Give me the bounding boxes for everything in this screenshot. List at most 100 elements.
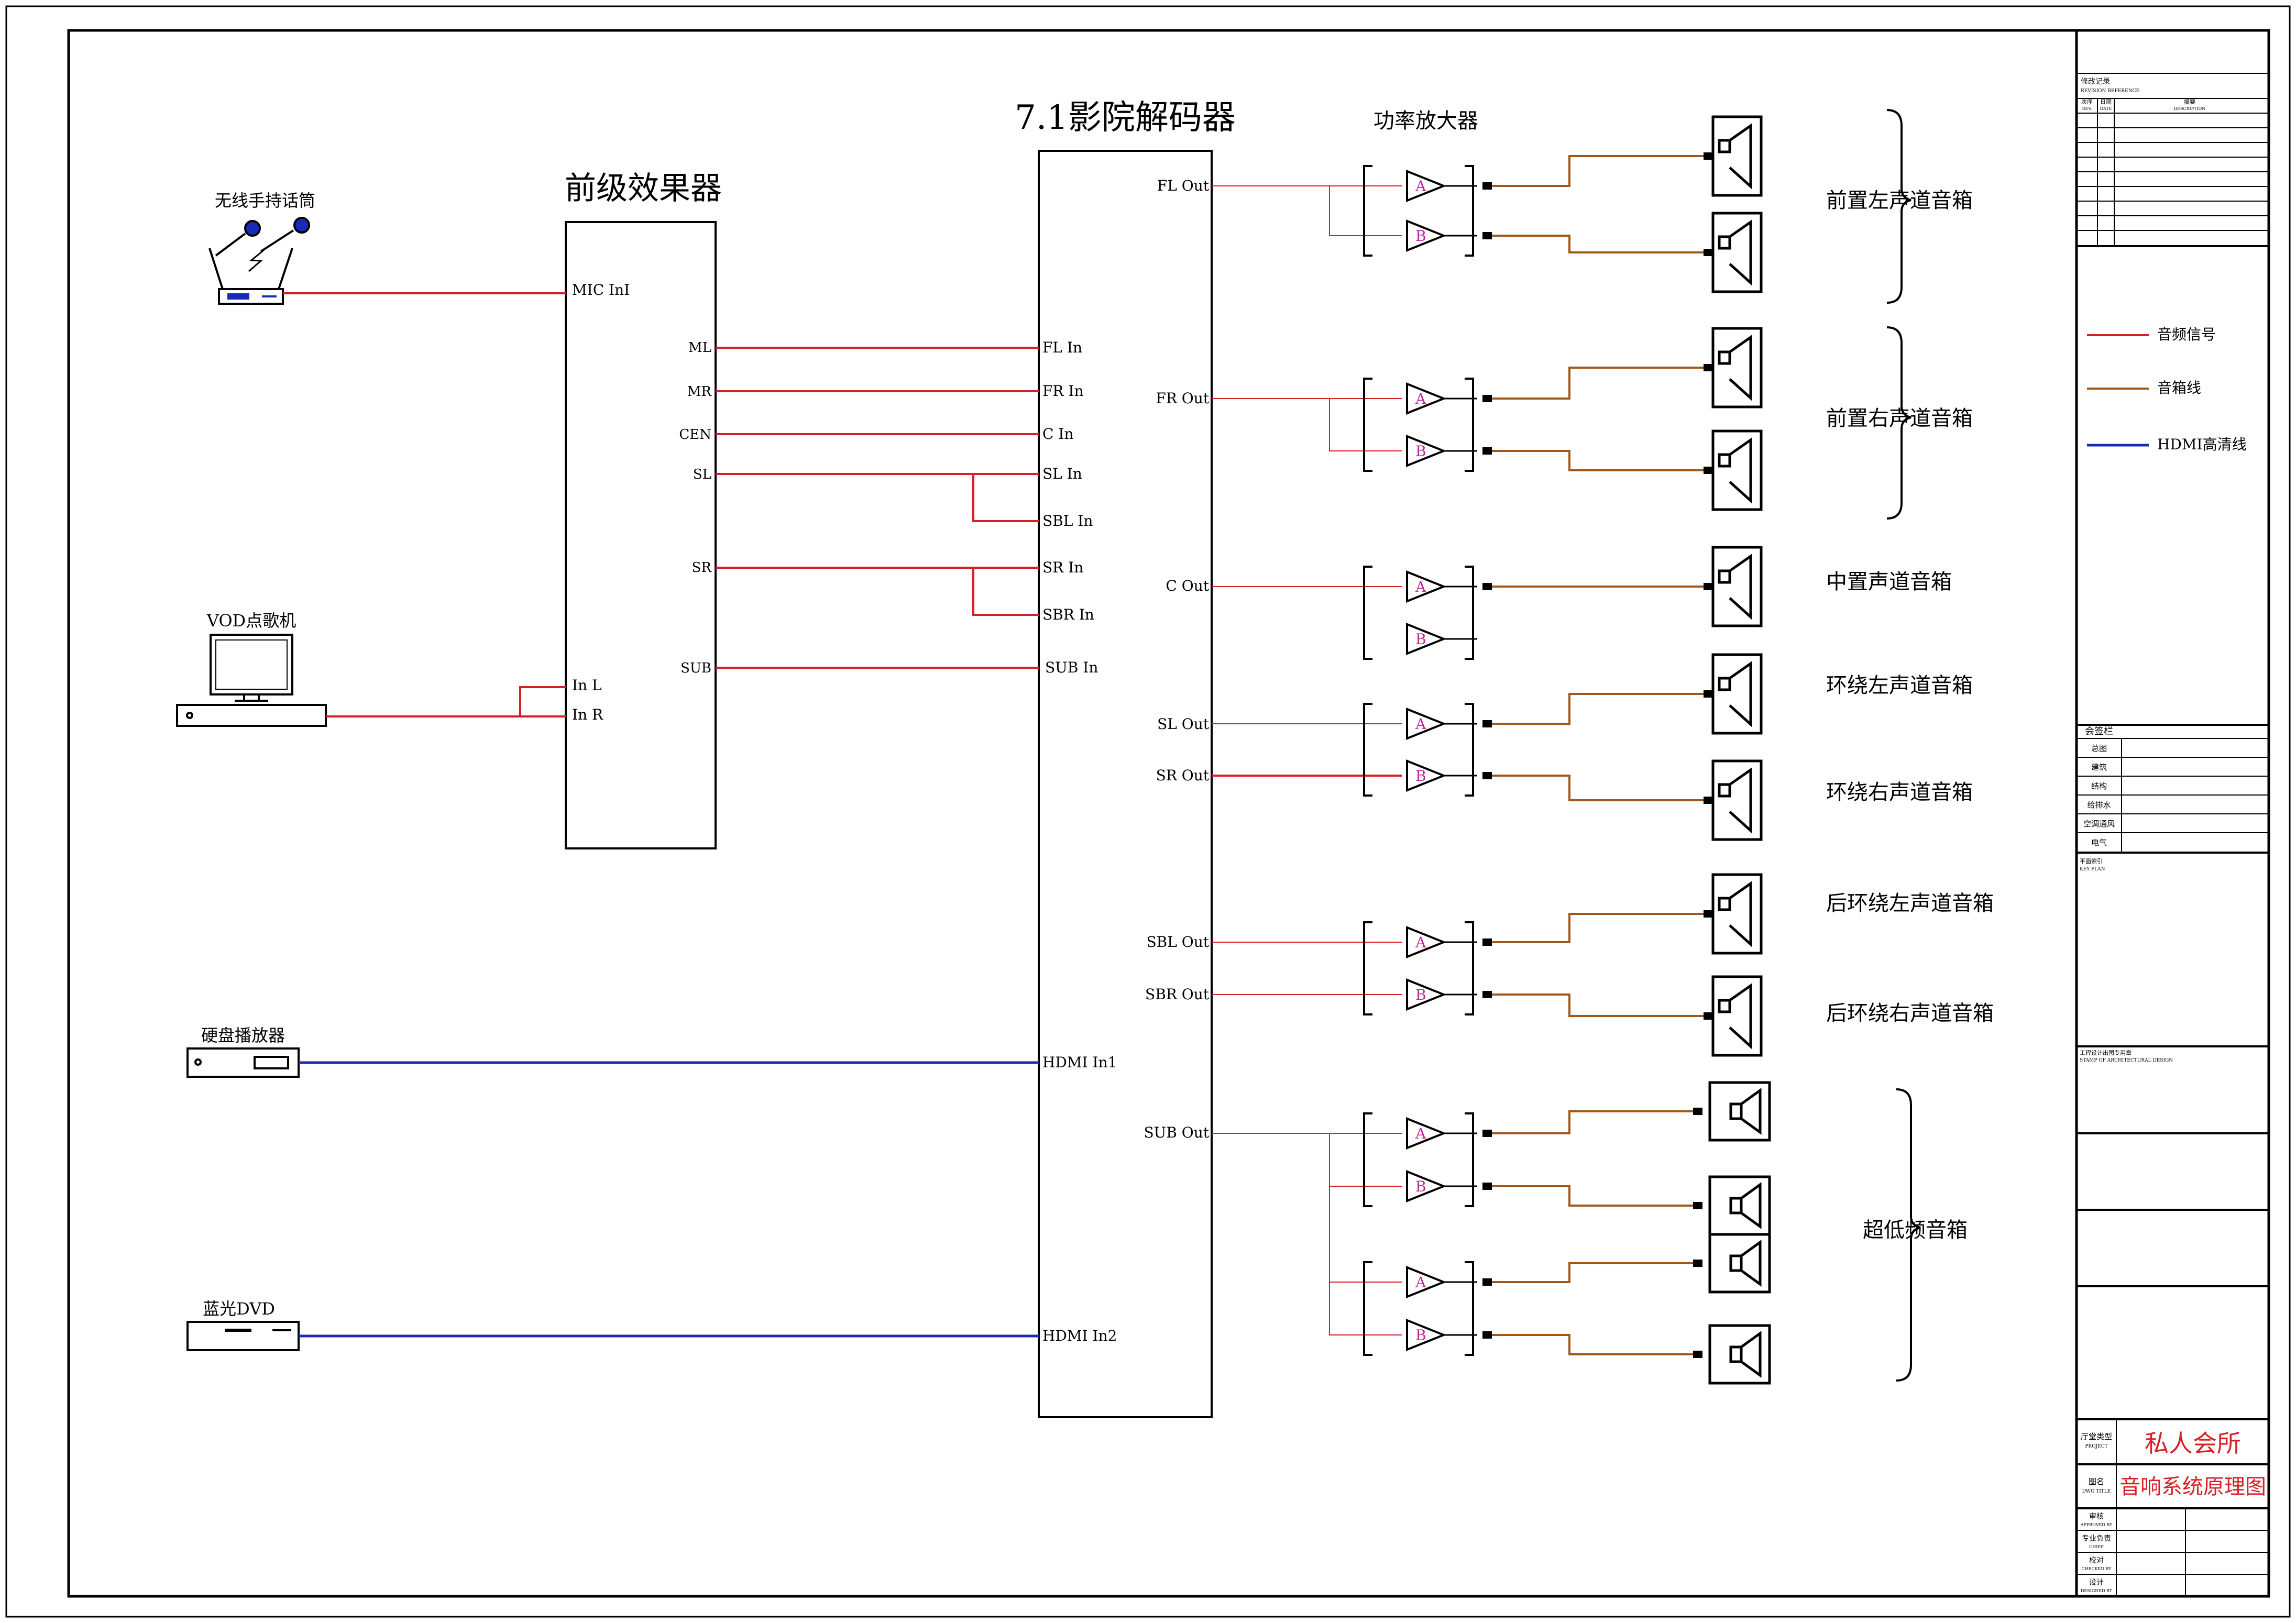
preamp-mr: MR <box>687 384 712 400</box>
tb-key-plan-en: KEY PLAN <box>2080 867 2105 872</box>
speaker-cable <box>1492 1185 1695 1207</box>
speaker-icon <box>1711 327 1763 408</box>
decoder-c-out: C Out <box>1166 577 1209 594</box>
amplifier-module: AB <box>1363 566 1477 660</box>
output-jack-icon <box>1482 395 1492 402</box>
speaker-cable <box>1492 1262 1695 1283</box>
speaker-row <box>1482 653 1763 735</box>
preamp-to-decoder-lines <box>716 347 1039 669</box>
speaker-cable <box>1492 693 1706 725</box>
tb-designed-cn: 设计 <box>2089 1578 2104 1587</box>
decoder-hdmi-in1: HDMI In1 <box>1042 1054 1117 1071</box>
output-jack-icon <box>1482 1183 1492 1190</box>
tb-approved-en: APPROVED BY <box>2080 1522 2113 1527</box>
hdd-player-icon <box>186 1047 300 1078</box>
speaker-cable <box>1492 450 1706 471</box>
speaker-icon <box>1711 212 1763 293</box>
speaker-cable <box>1492 775 1706 801</box>
speaker-icon <box>1711 975 1763 1057</box>
tb-dwg-label-en: DWG TITLE <box>2082 1489 2111 1494</box>
amplifier-title: 功率放大器 <box>1374 109 1478 133</box>
output-jack-icon <box>1482 583 1492 590</box>
amp-channel-label: A <box>1415 578 1426 595</box>
decoder-title: 7.1影院解码器 <box>1015 98 1236 137</box>
speaker-row <box>1482 546 1763 627</box>
speaker-center-label: 中置声道音箱 <box>1826 570 1952 594</box>
speaker-cable <box>1492 367 1706 400</box>
speaker-rear-right-label: 后环绕右声道音箱 <box>1826 1001 1994 1025</box>
decoder-unit <box>1038 150 1213 1418</box>
speaker-surround-right-label: 环绕右声道音箱 <box>1826 780 1973 804</box>
amplifier-module: AB <box>1363 1112 1477 1207</box>
decoder-sbl-in: SBL In <box>1042 512 1093 529</box>
amp-channel-label: B <box>1415 631 1426 648</box>
speaker-row <box>1482 975 1763 1057</box>
tb-stamp-cn: 工程设计出图专用章 <box>2080 1049 2132 1056</box>
amplifier-module: AB <box>1363 165 1477 257</box>
legend: 音频信号 音箱线 HDMI高清线 <box>2087 326 2247 453</box>
tb-desc-en: DESCRIPTION <box>2174 106 2205 111</box>
input-jack-icon <box>1704 690 1713 698</box>
amp-channel-label: B <box>1415 443 1426 460</box>
amp-triangle <box>1406 1319 1447 1351</box>
preamp-in-r: In R <box>572 706 603 723</box>
decoder-sr-out: SR Out <box>1156 767 1210 784</box>
wireless-mic-label: 无线手持话筒 <box>215 191 315 211</box>
speaker-cable <box>1492 913 1706 943</box>
output-jack-icon <box>1482 232 1492 239</box>
tb-date-cn: 日期 <box>2100 98 2112 105</box>
speaker-row <box>1482 759 1763 841</box>
tb-stamp-en: STAMP OF ARCHITECTURAL DESIGN <box>2080 1058 2173 1063</box>
tb-discipline: 总图 <box>2091 744 2107 753</box>
decoder-to-amp-lines <box>1212 185 1402 1335</box>
decoder-sl-in: SL In <box>1042 465 1082 482</box>
speaker-cable <box>1492 1110 1695 1134</box>
tb-approved-cn: 审核 <box>2089 1512 2104 1521</box>
input-jack-icon <box>1704 583 1713 590</box>
input-jack-icon <box>1693 1260 1702 1267</box>
amplifier-module: AB <box>1363 703 1477 797</box>
decoder-sub-out: SUB Out <box>1144 1124 1210 1141</box>
tb-dwg-value: 音响系统原理图 <box>2119 1475 2266 1499</box>
tb-rev-no-en: REV. <box>2082 106 2092 111</box>
tb-chief-en: CHIEF <box>2089 1544 2104 1549</box>
preamp-mic-in: MIC InI <box>572 281 630 299</box>
speaker-row <box>1482 115 1763 197</box>
tb-project-label-en: PROJECT <box>2085 1444 2107 1449</box>
preamp-title: 前级效果器 <box>565 170 722 207</box>
tb-discipline: 空调通风 <box>2083 819 2115 829</box>
tb-project-label-cn: 厅堂类型 <box>2081 1432 2112 1441</box>
tb-revision-cn: 修改记录 <box>2081 78 2110 86</box>
bluray-player-icon <box>186 1321 300 1351</box>
decoder-fl-out: FL Out <box>1157 177 1210 194</box>
speaker-icon <box>1711 759 1763 841</box>
input-jack-icon <box>1693 1108 1702 1115</box>
tb-key-plan-cn: 平面索引 <box>2080 857 2103 865</box>
amp-channel-label: A <box>1415 178 1426 195</box>
preamp-sr: SR <box>692 560 712 576</box>
speaker-icon <box>1711 653 1763 735</box>
input-jack-icon <box>1704 152 1713 160</box>
decoder-sub-in: SUB In <box>1045 659 1098 676</box>
decoder-hdmi-in2: HDMI In2 <box>1042 1327 1117 1344</box>
speaker-row <box>1482 1324 1771 1385</box>
tb-sign-header: 会签栏 <box>2085 726 2113 737</box>
speaker-row <box>1482 1175 1771 1236</box>
legend-speaker-cable: 音箱线 <box>2157 379 2201 396</box>
amp-triangle <box>1406 623 1447 655</box>
amp-triangle <box>1406 570 1447 603</box>
tb-discipline: 建筑 <box>2091 763 2107 772</box>
subwoofer-icon <box>1708 1175 1771 1236</box>
amp-triangle <box>1406 708 1447 740</box>
tb-checked-en: CHECKED BY <box>2082 1566 2112 1571</box>
decoder-sbl-out: SBL Out <box>1147 933 1210 951</box>
input-jack-icon <box>1693 1202 1702 1209</box>
tb-discipline: 结构 <box>2091 781 2107 791</box>
speaker-row <box>1482 212 1763 293</box>
tb-desc-cn: 摘要 <box>2184 98 2195 105</box>
amplifier-module: AB <box>1363 378 1477 472</box>
preamp-unit <box>565 221 717 849</box>
subwoofer-icon <box>1708 1324 1771 1385</box>
decoder-fr-in: FR In <box>1042 382 1084 400</box>
